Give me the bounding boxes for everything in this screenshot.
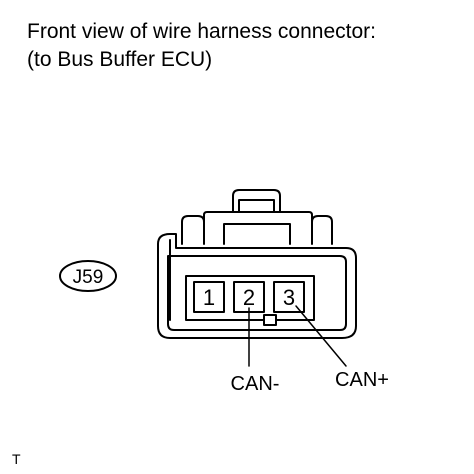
leader-lines xyxy=(248,305,347,367)
latch-inner-line xyxy=(238,199,275,213)
bottom-key xyxy=(263,314,277,326)
locking-latch xyxy=(232,189,281,213)
terminal-cavity-1 xyxy=(193,281,225,313)
diagram-title: Front view of wire harness connector: (t… xyxy=(27,18,376,74)
center-channel xyxy=(223,223,291,245)
title-line-1: Front view of wire harness connector: xyxy=(27,20,376,43)
leader-line-pin-3 xyxy=(295,305,347,367)
pin-number-1: 1 xyxy=(203,285,215,310)
terminal-label-can-plus: CAN+ xyxy=(335,369,389,391)
right-rib xyxy=(311,215,333,245)
footer-mark: T xyxy=(12,451,21,467)
title-line-2: (to Bus Buffer ECU) xyxy=(27,48,213,71)
connector-id-label: J59 xyxy=(73,267,104,288)
left-rib xyxy=(181,215,205,245)
outer-shell xyxy=(157,233,357,339)
terminal-block xyxy=(185,275,315,321)
connector-housing xyxy=(157,189,357,339)
terminal-cavities: 1 2 3 xyxy=(193,281,305,313)
terminal-label-can-minus: CAN- xyxy=(231,373,280,395)
housing-shoulder xyxy=(203,211,313,223)
connector-id-ellipse xyxy=(59,260,117,292)
pin-number-3: 3 xyxy=(283,285,295,310)
pin-number-2: 2 xyxy=(243,285,255,310)
inner-shell xyxy=(167,255,347,331)
connector-id-callout: J59 xyxy=(59,260,117,292)
terminal-cavity-3 xyxy=(273,281,305,313)
